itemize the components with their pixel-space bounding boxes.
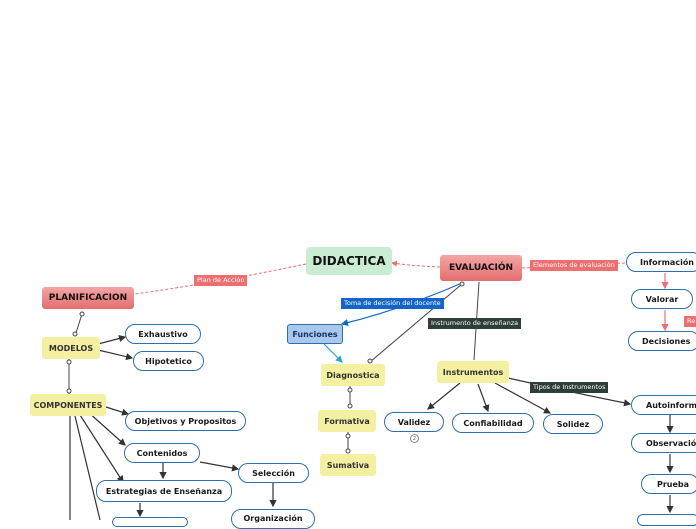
- evaluation-partial-node[interactable]: [637, 514, 696, 526]
- planificacion-node[interactable]: PLANIFICACION: [42, 287, 134, 309]
- informacion-node[interactable]: Información: [626, 252, 696, 272]
- estrategias-node[interactable]: Estrategias de Enseñanza: [96, 480, 232, 502]
- hipotetico-node[interactable]: Hipotetico: [133, 351, 204, 371]
- root-node[interactable]: DIDACTICA: [306, 247, 392, 275]
- modelos-node[interactable]: MODELOS: [42, 337, 100, 359]
- tipos-label: Tipos de Instrumentos: [530, 382, 609, 393]
- formativa-node[interactable]: Formativa: [318, 410, 376, 432]
- evaluacion-node[interactable]: EVALUACIÓN: [440, 255, 522, 281]
- instrumentos-node[interactable]: Instrumentos: [437, 361, 509, 383]
- plan-accion-label: Plan de Acción: [194, 275, 248, 286]
- funciones-node[interactable]: Funciones: [287, 324, 343, 344]
- elementos-label: Elementos de evaluación: [530, 260, 618, 271]
- valorar-node[interactable]: Valorar: [631, 289, 693, 309]
- componentes-node[interactable]: COMPONENTES: [30, 394, 106, 416]
- validez-node[interactable]: Validez: [384, 412, 444, 432]
- validez-count-badge[interactable]: 2: [410, 434, 419, 443]
- seleccion-node[interactable]: Selección: [238, 463, 309, 483]
- toma-decision-label: Toma de decisión del docente: [341, 298, 444, 309]
- observacion-node[interactable]: Observación: [631, 433, 696, 453]
- exhaustivo-node[interactable]: Exhaustivo: [125, 324, 201, 344]
- instrumento-ensenanza-label: Instrumento de enseñanza: [428, 318, 522, 329]
- sumativa-node[interactable]: Sumativa: [320, 454, 376, 476]
- decisiones-node[interactable]: Decisiones: [628, 331, 696, 351]
- diagnostica-node[interactable]: Diagnostica: [321, 364, 385, 386]
- re-label: Re: [684, 316, 696, 327]
- autoinforme-node[interactable]: Autoinforme: [631, 395, 696, 415]
- contenidos-node[interactable]: Contenidos: [124, 443, 200, 463]
- component-partial-node[interactable]: [112, 517, 188, 527]
- confiabilidad-node[interactable]: Confiabilidad: [452, 413, 534, 433]
- prueba-node[interactable]: Prueba: [641, 474, 696, 494]
- objetivos-node[interactable]: Objetivos y Propositos: [125, 411, 246, 431]
- solidez-node[interactable]: Solidez: [543, 414, 603, 434]
- organizacion-node[interactable]: Organización: [231, 509, 315, 529]
